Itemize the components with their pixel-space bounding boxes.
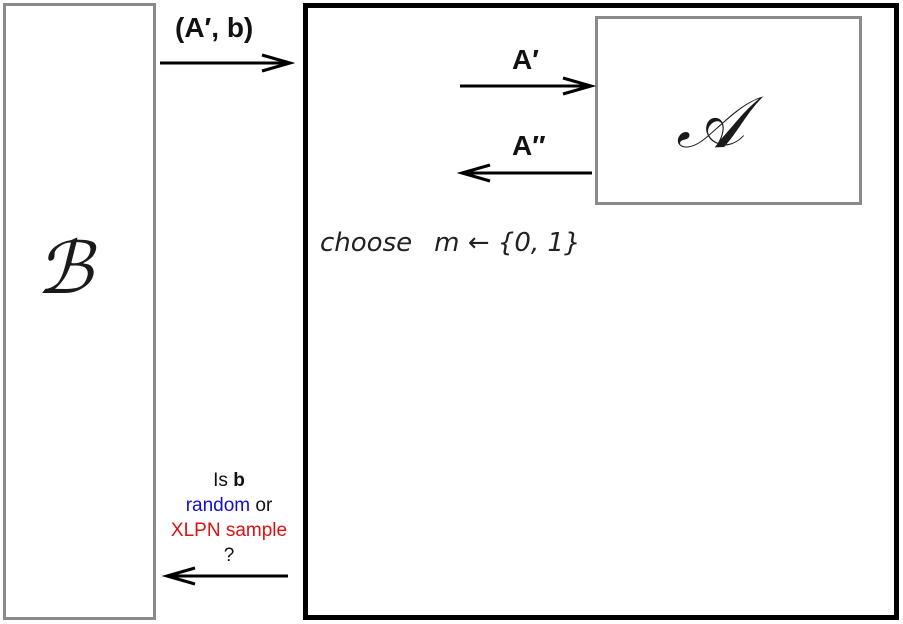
question-prefix: Is: [213, 470, 234, 491]
arrow-b-to-challenger: [160, 53, 296, 73]
adversary-a-box: [595, 16, 862, 205]
adversary-a-symbol: 𝒜: [676, 80, 745, 164]
question-b: b: [233, 470, 245, 491]
choose-statement: choose m ← {0, 1}: [320, 228, 580, 258]
choose-expression: m ← {0, 1}: [434, 228, 581, 258]
question-sample: XLPN sample: [170, 520, 288, 541]
arrow-challenger-to-b: [161, 566, 288, 586]
label-a-double-prime: A′′: [512, 130, 546, 161]
arrow-challenger-to-a: [460, 76, 597, 96]
question-mark: ?: [223, 545, 235, 566]
label-a-prime: A′: [512, 44, 539, 75]
arrow-a-to-challenger: [456, 163, 592, 183]
question-random: random: [185, 495, 251, 516]
adversary-b-symbol: ℬ: [36, 226, 93, 310]
label-a-prime-b: (A′, b): [175, 12, 254, 43]
adversary-b-box: [3, 3, 156, 620]
choose-word: choose: [320, 228, 413, 258]
question-text: Is b random or XLPN sample ?: [158, 468, 300, 568]
question-or: or: [250, 495, 273, 516]
